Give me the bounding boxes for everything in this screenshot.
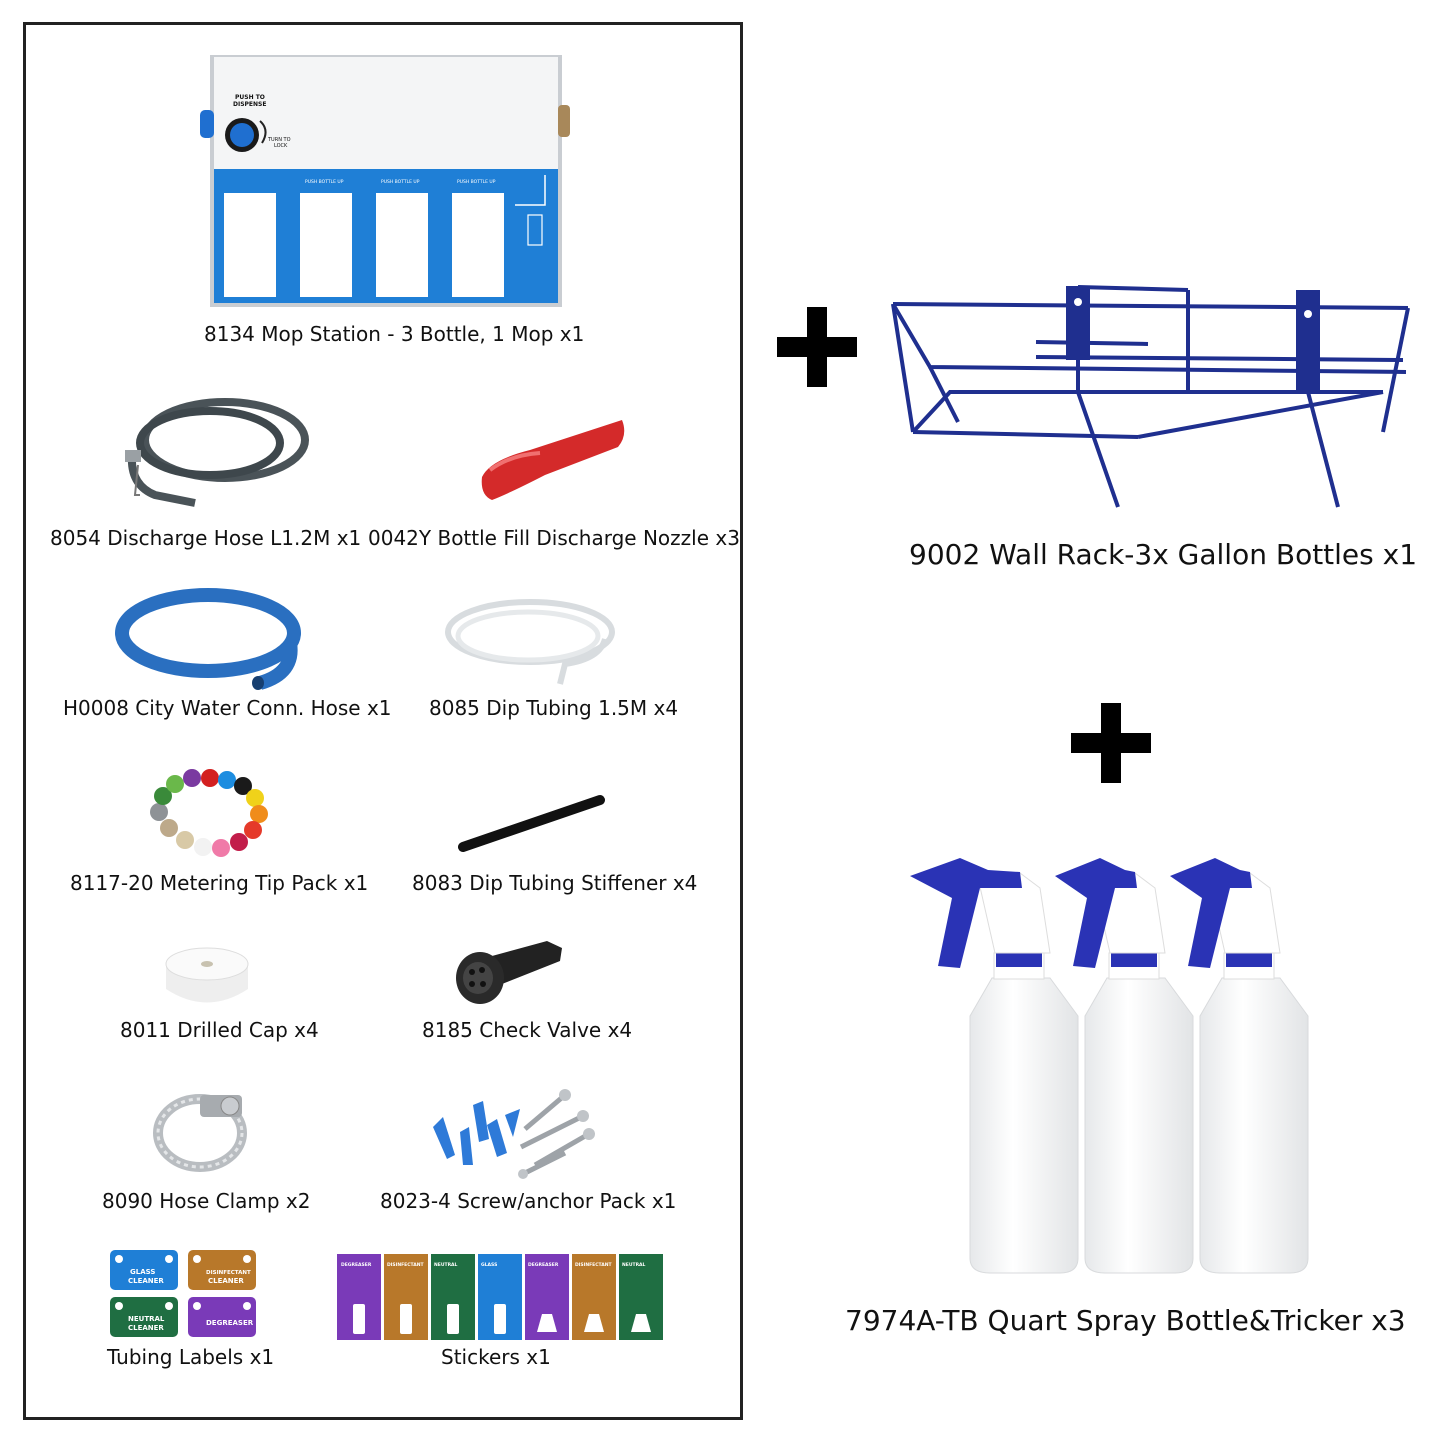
- svg-text:DISINFECTANT: DISINFECTANT: [206, 1270, 251, 1276]
- screw-anchor-pack-image: [425, 1087, 600, 1179]
- wall-rack-image: [888, 282, 1416, 517]
- metering-tip-pack-image: [145, 768, 275, 858]
- spray-bottles-caption: 7974A-TB Quart Spray Bottle&Tricker x3: [845, 1304, 1406, 1337]
- svg-text:CLEANER: CLEANER: [128, 1277, 164, 1285]
- svg-text:CLEANER: CLEANER: [128, 1324, 164, 1332]
- svg-text:NEUTRAL: NEUTRAL: [128, 1315, 165, 1323]
- svg-text:DEGREASER: DEGREASER: [206, 1319, 254, 1327]
- discharge-nozzle-caption: 0042Y Bottle Fill Discharge Nozzle x3: [368, 526, 740, 550]
- metering-tip-pack-caption: 8117-20 Metering Tip Pack x1: [70, 871, 369, 895]
- svg-text:PUSH TO: PUSH TO: [235, 94, 265, 101]
- svg-text:PUSH BOTTLE UP: PUSH BOTTLE UP: [457, 179, 496, 185]
- tubing-stiffener-caption: 8083 Dip Tubing Stiffener x4: [412, 871, 698, 895]
- mop-station-image: PUSH TO DISPENSE TURN TO LOCK PUSH BOTTL…: [200, 55, 570, 310]
- svg-text:DISINFECTANT: DISINFECTANT: [575, 1262, 613, 1268]
- svg-text:PUSH BOTTLE UP: PUSH BOTTLE UP: [381, 179, 420, 185]
- discharge-hose-caption: 8054 Discharge Hose L1.2M x1: [50, 526, 362, 550]
- discharge-nozzle-image: [470, 415, 635, 510]
- svg-text:PUSH BOTTLE UP: PUSH BOTTLE UP: [305, 179, 344, 185]
- svg-text:CLEANER: CLEANER: [208, 1277, 244, 1285]
- svg-text:TURN TO: TURN TO: [267, 137, 291, 143]
- hose-clamp-image: [152, 1085, 254, 1173]
- tubing-labels-image: GLASS CLEANER DISINFECTANT CLEANER NEUTR…: [110, 1250, 260, 1338]
- city-water-hose-image: [110, 588, 310, 698]
- svg-text:NEUTRAL: NEUTRAL: [622, 1262, 646, 1268]
- stickers-image: DEGREASER DISINFECTANT NEUTRAL GLASS DEG…: [337, 1254, 663, 1342]
- plus-icon: [1071, 703, 1151, 783]
- spray-bottle: [910, 858, 1079, 1274]
- plus-icon: [777, 307, 857, 387]
- svg-text:DEGREASER: DEGREASER: [528, 1262, 559, 1268]
- tubing-stiffener-image: [458, 792, 608, 857]
- city-water-hose-caption: H0008 City Water Conn. Hose x1: [63, 696, 392, 720]
- drilled-cap-image: [162, 944, 252, 1009]
- dip-tubing-image: [440, 594, 620, 694]
- svg-text:DEGREASER: DEGREASER: [341, 1262, 372, 1268]
- kit-contents-box: [23, 22, 743, 1420]
- spray-bottles-image: [900, 848, 1320, 1278]
- tubing-labels-caption: Tubing Labels x1: [107, 1345, 275, 1369]
- stickers-caption: Stickers x1: [441, 1345, 551, 1369]
- svg-text:NEUTRAL: NEUTRAL: [434, 1262, 458, 1268]
- discharge-hose-image: [110, 395, 310, 515]
- svg-text:GLASS: GLASS: [130, 1268, 155, 1276]
- hose-clamp-caption: 8090 Hose Clamp x2: [102, 1189, 311, 1213]
- check-valve-image: [452, 936, 567, 1008]
- drilled-cap-caption: 8011 Drilled Cap x4: [120, 1018, 319, 1042]
- check-valve-caption: 8185 Check Valve x4: [422, 1018, 633, 1042]
- svg-text:GLASS: GLASS: [481, 1262, 497, 1268]
- wall-rack-caption: 9002 Wall Rack-3x Gallon Bottles x1: [909, 538, 1418, 571]
- svg-text:DISINFECTANT: DISINFECTANT: [387, 1262, 425, 1268]
- spray-bottle: [1055, 858, 1194, 1274]
- spray-bottle: [1170, 858, 1309, 1274]
- mop-station-caption: 8134 Mop Station - 3 Bottle, 1 Mop x1: [204, 322, 585, 346]
- dip-tubing-caption: 8085 Dip Tubing 1.5M x4: [429, 696, 679, 720]
- svg-text:LOCK: LOCK: [274, 143, 288, 149]
- screw-anchor-pack-caption: 8023-4 Screw/anchor Pack x1: [380, 1189, 677, 1213]
- svg-text:DISPENSE: DISPENSE: [233, 101, 266, 108]
